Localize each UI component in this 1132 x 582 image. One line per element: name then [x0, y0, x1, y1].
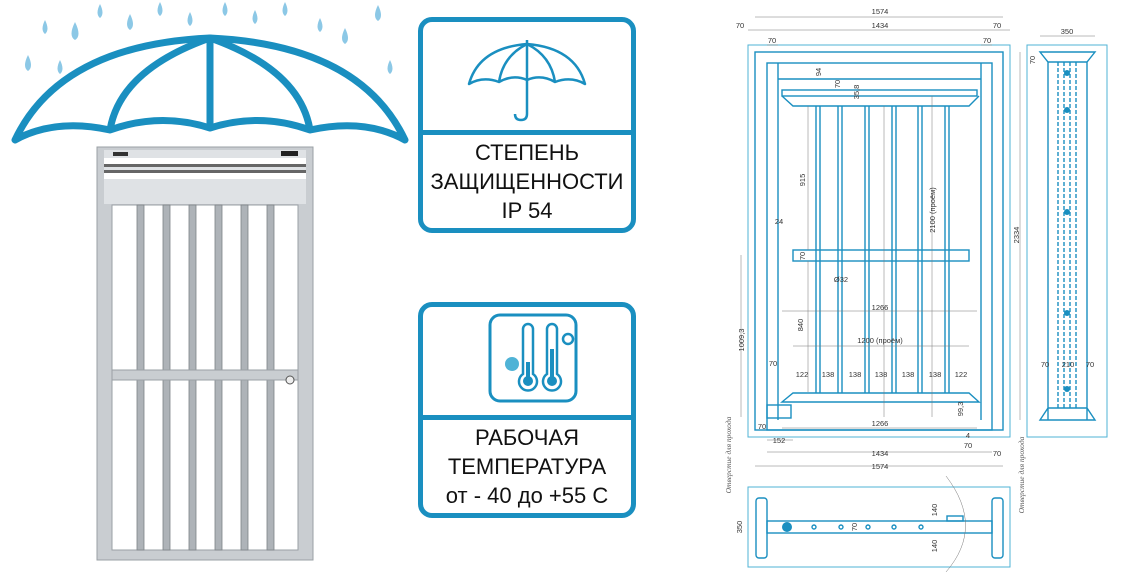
temp-line-2: ТЕМПЕРАТУРА	[447, 454, 607, 479]
temp-line-3: от - 40 до +55 С	[445, 483, 609, 508]
dim-152: 152	[773, 436, 786, 445]
dim-70-left: 70	[769, 359, 777, 368]
ip-line-2: ЗАЩИЩЕННОСТИ	[430, 169, 624, 194]
umbrella-icon	[467, 40, 587, 122]
dim-side-70-right: 70	[1086, 360, 1094, 369]
dim-side-70-left: 70	[1041, 360, 1049, 369]
dim-bar-spacing: 138	[929, 370, 942, 379]
side-view: 350 70 70 210 70	[1026, 27, 1108, 438]
bar-spacing-dims: 122 138 138 138 138 138 122	[796, 370, 968, 379]
dim-bar-spacing: 138	[875, 370, 888, 379]
thermometers-icon	[488, 313, 578, 403]
dim-post-left: 70	[768, 36, 776, 45]
dim-bar-spacing: 122	[955, 370, 968, 379]
umbrella-canopy-icon	[11, 34, 409, 144]
label-plate	[113, 152, 128, 156]
dim-1266-bottom: 1266	[872, 419, 889, 428]
dim-frame-width: 1434	[872, 21, 889, 30]
dim-70-rail: 70	[798, 252, 807, 260]
dim-915: 915	[798, 174, 807, 187]
dim-bar-spacing: 138	[902, 370, 915, 379]
front-view: 1574 70 1434 70 70 70 94 70 35,8 915 210…	[736, 7, 1021, 471]
door-illustration	[96, 146, 314, 561]
ip-rating-panel: СТЕПЕНЬ ЗАЩИЩЕННОСТИ IP 54	[418, 17, 636, 233]
dim-840: 840	[796, 319, 805, 332]
lock-icon	[285, 375, 295, 385]
dim-99-3: 99,3	[956, 402, 965, 417]
dim-4: 4	[966, 431, 970, 440]
dim-bar-spacing: 138	[849, 370, 862, 379]
rain-drops-icon	[25, 2, 393, 74]
dim-right-70: 70	[993, 21, 1001, 30]
dim-1434-bottom: 1434	[872, 449, 889, 458]
dim-plan-depth: 350	[735, 521, 744, 534]
dim-side-depth: 350	[1061, 27, 1074, 36]
note-passage-hole-left: Отверстие для прохода	[724, 416, 733, 493]
ip-line-1: СТЕПЕНЬ	[474, 140, 580, 165]
snowflake-icon	[505, 357, 519, 371]
dim-1009-3: 1009,3	[737, 329, 746, 352]
dim-plan-140-bottom: 140	[930, 540, 939, 553]
dim-opening-height: 2100 (проём)	[928, 187, 937, 233]
dim-bar-diameter: Ø32	[834, 275, 848, 284]
dim-24: 24	[775, 217, 783, 226]
dim-35-8: 35,8	[852, 85, 861, 100]
dim-overall-height: 2334	[1012, 227, 1021, 244]
dim-1266-top: 1266	[872, 303, 889, 312]
dim-overall-width: 1574	[872, 7, 889, 16]
dim-bar-spacing: 122	[796, 370, 809, 379]
plan-view: 350 140 70 140	[735, 475, 1011, 573]
ip-line-3: IP 54	[501, 198, 553, 223]
dim-left-70: 70	[736, 21, 744, 30]
temp-line-1: РАБОЧАЯ	[475, 425, 579, 450]
dim-70-top: 70	[833, 80, 842, 88]
dim-70-bottom-right: 70	[964, 441, 972, 450]
dim-1574-bottom: 1574	[872, 462, 889, 471]
dim-opening-width: 1200 (проём)	[857, 336, 903, 345]
dim-plan-70: 70	[850, 523, 859, 531]
dim-side-top-70: 70	[1028, 56, 1037, 64]
temperature-panel: РАБОЧАЯ ТЕМПЕРАТУРА от - 40 до +55 С	[418, 302, 636, 518]
dim-94: 94	[814, 68, 823, 76]
dim-plan-140-top: 140	[930, 504, 939, 517]
technical-drawing: 1574 70 1434 70 70 70 94 70 35,8 915 210…	[724, 7, 1108, 573]
dim-post-right: 70	[983, 36, 991, 45]
note-passage-hole-right: Отверстие для прохода	[1017, 436, 1026, 513]
dim-side-210: 210	[1062, 360, 1075, 369]
dim-70-bottom: 70	[993, 449, 1001, 458]
dim-70-bottom-left: 70	[758, 422, 766, 431]
dim-bar-spacing: 138	[822, 370, 835, 379]
